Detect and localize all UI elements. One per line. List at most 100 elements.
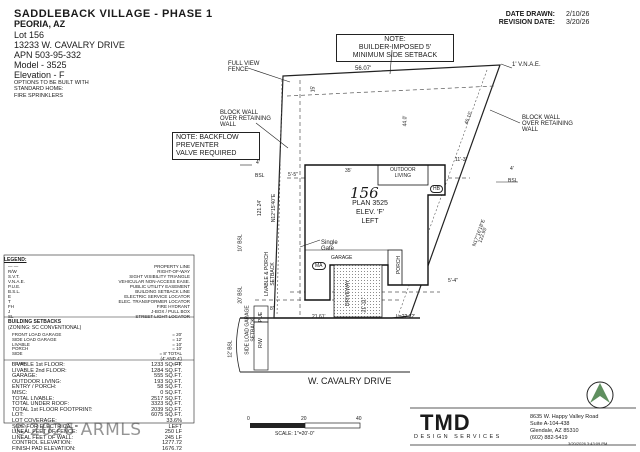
setbacks-title: BUILDING SETBACKS xyxy=(8,319,62,325)
setback-label: LIVABLE xyxy=(12,341,30,347)
armls-watermark: ©2026 ARMLS xyxy=(12,420,142,440)
area-label: OUTDOOR LIVING: xyxy=(12,378,62,385)
dim-15: 15' xyxy=(310,85,317,93)
legend-abbr: V.N.A.E. xyxy=(8,279,25,284)
block-wall-right-label: BLOCK WALL OVER RETAINING WALL xyxy=(522,115,573,133)
legend-title: LEGEND: xyxy=(4,257,27,263)
area-label: TOTAL UNDER ROOF: xyxy=(12,401,70,408)
dim-12-bsl: 12' BSL xyxy=(227,340,234,358)
setback-value: = 10' xyxy=(172,346,182,352)
setback-note-line2: MINIMUM SIDE SETBACK xyxy=(352,52,438,59)
scale-tick-40: 40 xyxy=(356,416,362,422)
legend-description: J-BOX / PULL BOX xyxy=(151,309,190,314)
lot-elevation: Elevation - F xyxy=(14,70,65,80)
hose-bib-marker: HB xyxy=(430,185,443,193)
area-value: 0 SQ.FT. xyxy=(160,390,182,396)
area-value: 250 LF xyxy=(164,429,182,436)
porch-label: PORCH xyxy=(396,255,403,275)
setback-note-line1: BUILDER-IMPOSED 5' xyxy=(358,44,432,51)
scale-text: SCALE: 1"=20'-0" xyxy=(275,431,315,437)
setback-value: = 20' xyxy=(172,332,182,337)
dim-44: 44.0' xyxy=(402,115,409,127)
legend-description: ELEC. TRANSFORMER LOCATOR xyxy=(118,299,190,304)
area-label: LIVABLE 1st FLOOR: xyxy=(12,362,65,368)
company-logo: TMD xyxy=(420,410,471,435)
side-garage-setback-label: SIDE LOAD GARAGE SETBACK xyxy=(244,305,257,355)
legend-abbr: B.S.L. xyxy=(8,289,21,294)
setback-label: SIDE xyxy=(12,351,23,357)
area-label: LIVABLE 2nd FLOOR: xyxy=(12,367,67,374)
area-label: LINEAL FEET OF WALL: xyxy=(12,434,74,441)
setback-label: REAR xyxy=(12,360,25,366)
setback-value: (4' AND 4') xyxy=(160,356,182,361)
lot-number: Lot 156 xyxy=(14,30,45,40)
block-wall-left-label: BLOCK WALL OVER RETAINING WALL xyxy=(220,110,271,128)
project-title: SADDLEBACK VILLAGE - PHASE 1 xyxy=(14,8,213,20)
area-value: 245 LF xyxy=(164,434,182,441)
address-line-2: Suite A-104-438 xyxy=(530,421,570,427)
area-value: 2039 SQ.FT. xyxy=(151,406,182,413)
legend-description: VEHICULAR NON-ACCESS EASE. xyxy=(118,279,190,284)
setback-label: PORCH xyxy=(12,346,29,352)
dim-21-11: 21'-11" xyxy=(361,297,368,313)
address-line-1: 8635 W. Happy Valley Road xyxy=(530,414,599,420)
full-view-fence-label: FULL VIEW FENCE xyxy=(228,61,260,73)
legend-abbr: P.U.E. xyxy=(8,284,21,289)
driveway-label: DRIVEWAY xyxy=(345,279,352,307)
lot-number-label: 156 xyxy=(350,184,379,202)
area-value: LEFT xyxy=(168,423,182,430)
plan-model-label: PLAN 3525 xyxy=(352,200,388,207)
area-label: GARAGE: xyxy=(12,373,38,380)
setbacks-zoning: (ZONING: SC CONVENTIONAL) xyxy=(8,325,82,331)
area-value: 1277.72 xyxy=(162,440,182,447)
livable-porch-setback-label: LIVABLE & PORCH SETBACK xyxy=(264,251,277,297)
dim-22-32: L=22.32' xyxy=(396,314,416,320)
pue-label: PUE xyxy=(258,311,265,323)
legend-description: BUILDING SETBACK LINE xyxy=(135,289,190,294)
lot-address: 13233 W. CAVALRY DRIVE xyxy=(14,40,125,50)
legend-abbr: T xyxy=(8,299,11,304)
dim-5-5-left: 5'-5" xyxy=(288,172,298,178)
setback-value: = 8' TOTAL xyxy=(159,351,183,357)
backflow-note-line2: PREVENTER xyxy=(176,142,219,149)
address-line-3: Glendale, AZ 85310 xyxy=(530,428,579,434)
date-drawn-value: 2/10/26 xyxy=(566,11,590,18)
plan-hand-label: LEFT xyxy=(361,218,379,225)
legend-abbr: R/W xyxy=(8,269,17,274)
outdoor-living-label: OUTDOOR LIVING xyxy=(390,167,416,179)
address-line-4: (602) 882-5419 xyxy=(530,435,568,441)
setback-label: FRONT LOAD GARAGE xyxy=(12,332,62,337)
setback-label: SIDE LOAD GARAGE xyxy=(12,336,57,342)
area-value: 3323 SQ.FT. xyxy=(151,401,182,408)
area-label: ENTRY / PORCH: xyxy=(12,384,57,391)
dim-8: 8' xyxy=(270,306,274,312)
lot-apn: APN 503-95-332 xyxy=(14,50,82,60)
date-drawn-label: DATE DRAWN: xyxy=(505,11,555,18)
setback-value: = 10' xyxy=(172,341,182,347)
revision-date-label: REVISION DATE: xyxy=(498,19,555,26)
area-label: MISC: xyxy=(12,390,28,396)
right-bsl-label: BSL xyxy=(508,178,518,184)
legend-description: ELECTRIC SERVICE LOCATOR xyxy=(124,294,190,299)
project-city: PEORIA, AZ xyxy=(14,19,66,29)
area-label: LOT COVERAGE: xyxy=(12,418,57,424)
legend-description: SIGHT VISIBILITY TRIANGLE xyxy=(129,274,190,279)
options-note: OPTIONS TO BE BUILT WITH xyxy=(14,80,89,86)
rear-bsl-label: BSL xyxy=(255,173,265,179)
area-label: TOTAL LIVABLE: xyxy=(12,395,54,402)
dim-5-4: 5'-4" xyxy=(448,278,458,284)
area-value: 33.6% xyxy=(166,418,182,424)
legend-description: PROPERTY LINE xyxy=(154,264,190,269)
revision-date-value: 3/20/26 xyxy=(566,19,590,26)
backflow-note-line3: VALVE REQUIRED xyxy=(176,150,237,157)
setback-note-title: NOTE: xyxy=(384,36,406,43)
area-label: TOTAL 1st FLOOR FOOTPRINT: xyxy=(12,406,93,413)
left-lot-line-bearing: N12°15'40"E xyxy=(271,193,278,223)
scale-tick-20: 20 xyxy=(301,416,307,422)
rw-label: R/W xyxy=(257,338,264,348)
single-gate-label: Single Gate xyxy=(321,240,338,252)
area-value: 1233 SQ.FT. xyxy=(151,362,182,368)
legend-description: STREET LIGHT LOCATOR xyxy=(135,314,190,319)
dim-11-3: 11'-3" xyxy=(455,157,468,163)
legend-abbr: E xyxy=(8,294,12,299)
